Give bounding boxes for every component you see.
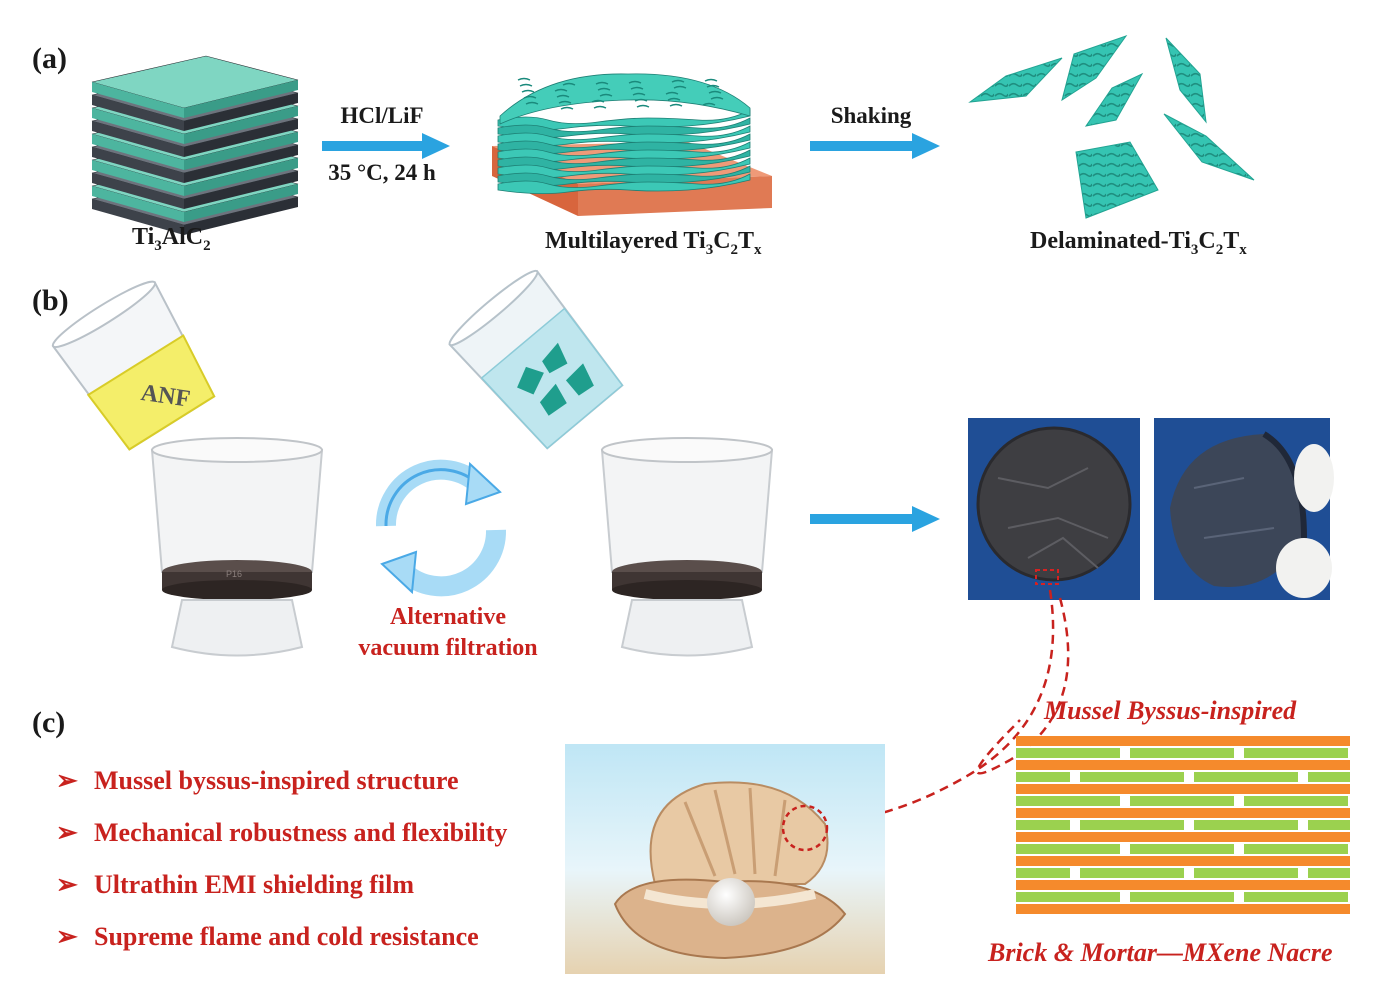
funnel-mark-text: P16 — [226, 569, 242, 579]
filtration-caption-line1: Alternative — [390, 604, 506, 630]
ti3alc2-label: Ti3AlC2 — [132, 224, 211, 254]
multilayered-label: Multilayered Ti3C2Tx — [545, 228, 762, 258]
arrow1-reagent-text: HCl/LiF — [340, 103, 424, 128]
ti3alc2-stack-illustration — [91, 55, 299, 235]
panel-b-label: (b) — [32, 284, 69, 317]
right-arrow-icon — [810, 133, 940, 159]
feature-bullet-1: ➢Mussel byssus-inspired structure — [56, 766, 459, 795]
film-photo-bent — [1154, 418, 1334, 600]
mxene-beaker-illustration — [448, 269, 624, 450]
delaminated-label: Delaminated-Ti3C2Tx — [1030, 228, 1247, 258]
filtration-caption-line2: vacuum filtration — [358, 635, 538, 661]
brick-mortar-structure — [1016, 736, 1350, 914]
anf-beaker-illustration: ANF — [51, 280, 216, 451]
arrow2-process-text: Shaking — [830, 103, 912, 128]
film-photo-flat — [968, 418, 1140, 600]
feature-bullet-4: ➢Supreme flame and cold resistance — [56, 922, 479, 951]
panel-c-label: (c) — [32, 706, 66, 739]
panel-a-label: (a) — [32, 42, 67, 75]
feature-bullet-3: ➢Ultrathin EMI shielding film — [56, 870, 414, 899]
cycle-arrows-icon — [375, 459, 507, 597]
filtration-funnel-right — [600, 437, 774, 657]
delaminated-flakes-illustration — [968, 35, 1255, 219]
pearl-shell-illustration — [565, 744, 885, 974]
structure-caption: Brick & Mortar—MXene Nacre — [988, 938, 1333, 967]
arrow1-condition-text: 35 °C, 24 h — [328, 160, 436, 185]
zoom-connector — [799, 589, 1070, 826]
structure-title: Mussel Byssus-inspired — [1044, 696, 1297, 725]
right-arrow-icon — [810, 506, 940, 532]
right-arrow-icon — [322, 133, 450, 159]
filtration-funnel-left: P16 — [150, 437, 324, 657]
feature-bullet-2: ➢Mechanical robustness and flexibility — [56, 818, 508, 847]
multilayered-mxene-illustration — [492, 73, 772, 216]
